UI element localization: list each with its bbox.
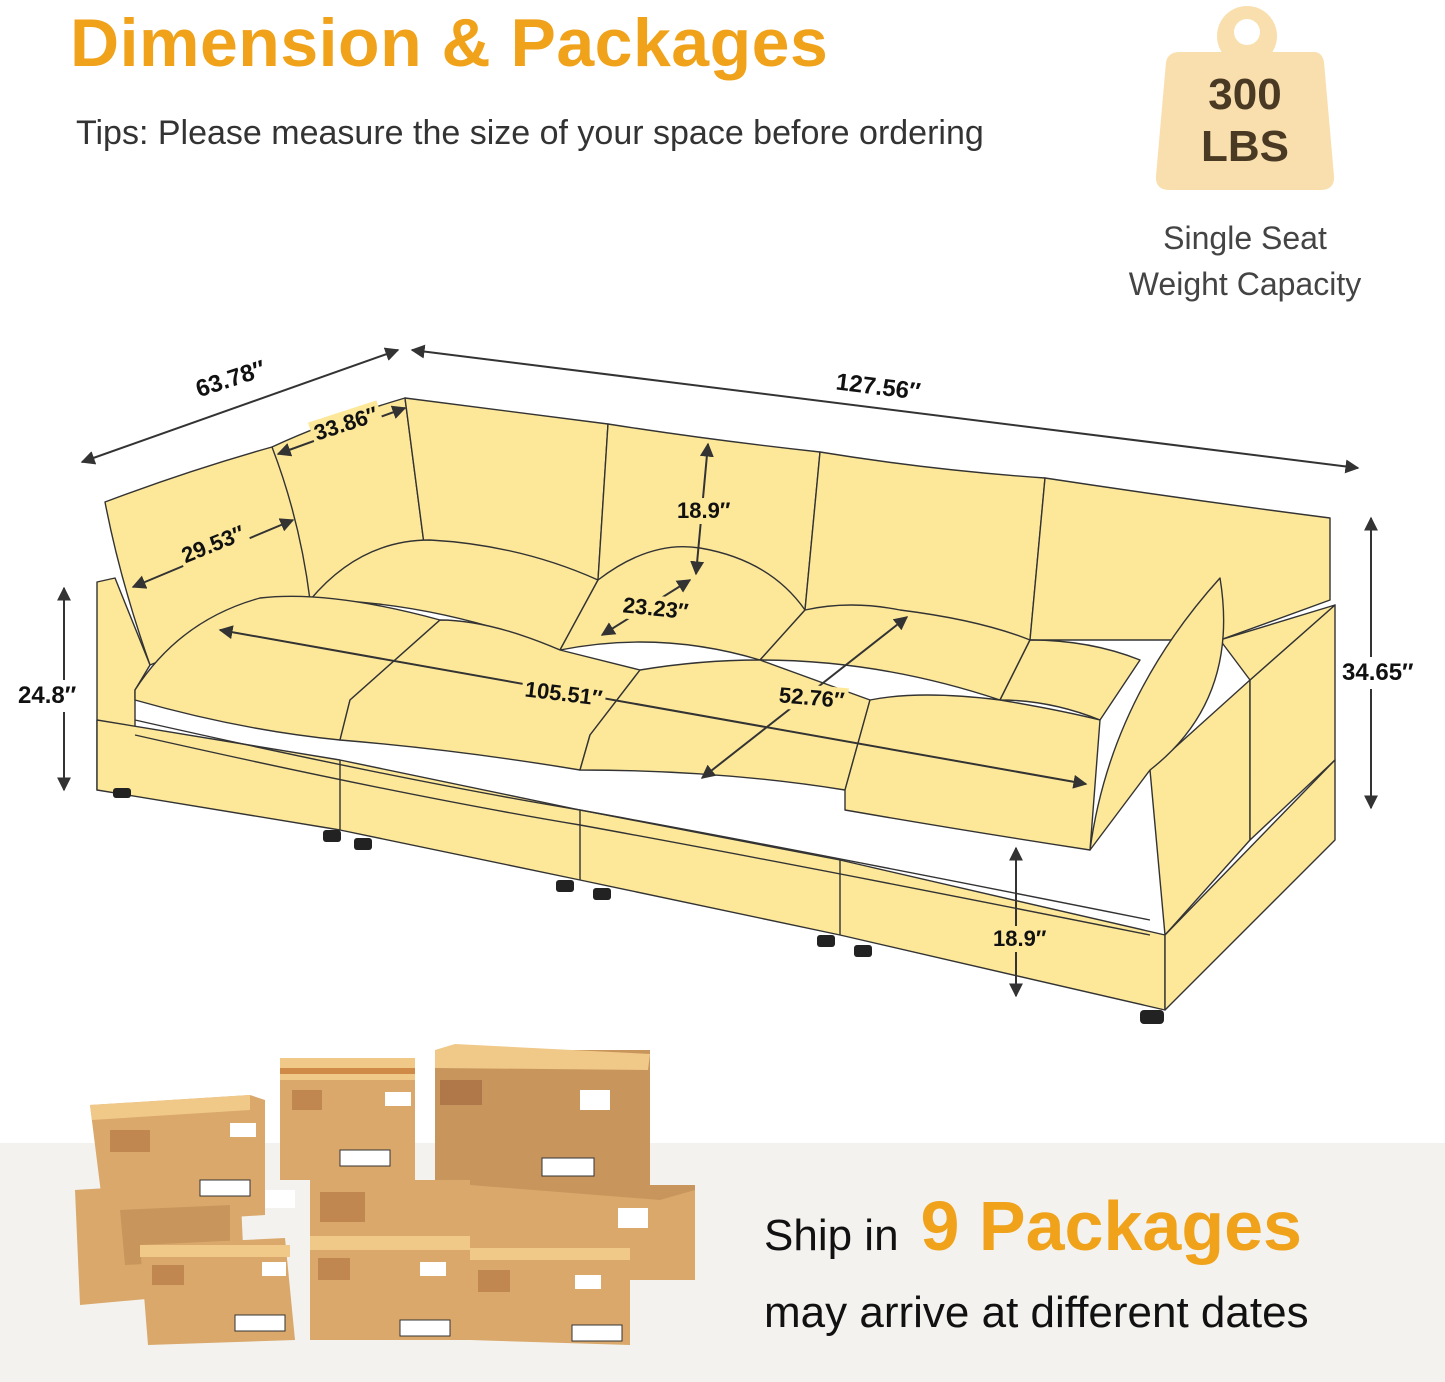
- weight-value: 300: [1208, 70, 1282, 119]
- ship-headline: Ship in 9 Packages: [764, 1186, 1302, 1266]
- kettlebell-weight-icon: [1155, 6, 1335, 190]
- page-title: Dimension & Packages: [70, 5, 829, 81]
- box-icon: [75, 1044, 695, 1345]
- weight-caption: Single Seat Weight Capacity: [1100, 215, 1390, 307]
- dim-backrest-height: 18.9″: [674, 498, 734, 524]
- dim-arm-height: 24.8″: [18, 680, 77, 712]
- weight-caption-line2: Weight Capacity: [1128, 266, 1362, 302]
- weight-badge: 300 LBS: [1150, 0, 1340, 200]
- weight-unit: LBS: [1201, 122, 1289, 171]
- ship-note: may arrive at different dates: [764, 1288, 1309, 1337]
- dim-total-height: 34.65″: [1342, 657, 1414, 689]
- dim-seat-height: 18.9″: [990, 926, 1050, 952]
- package-count: 9 Packages: [920, 1187, 1302, 1265]
- ship-prefix: Ship in: [764, 1211, 899, 1260]
- weight-caption-line1: Single Seat: [1163, 220, 1327, 256]
- shipping-boxes-illustration: [75, 1044, 695, 1345]
- tips-text: Tips: Please measure the size of your sp…: [76, 114, 984, 152]
- sofa-illustration: [57, 344, 1378, 1024]
